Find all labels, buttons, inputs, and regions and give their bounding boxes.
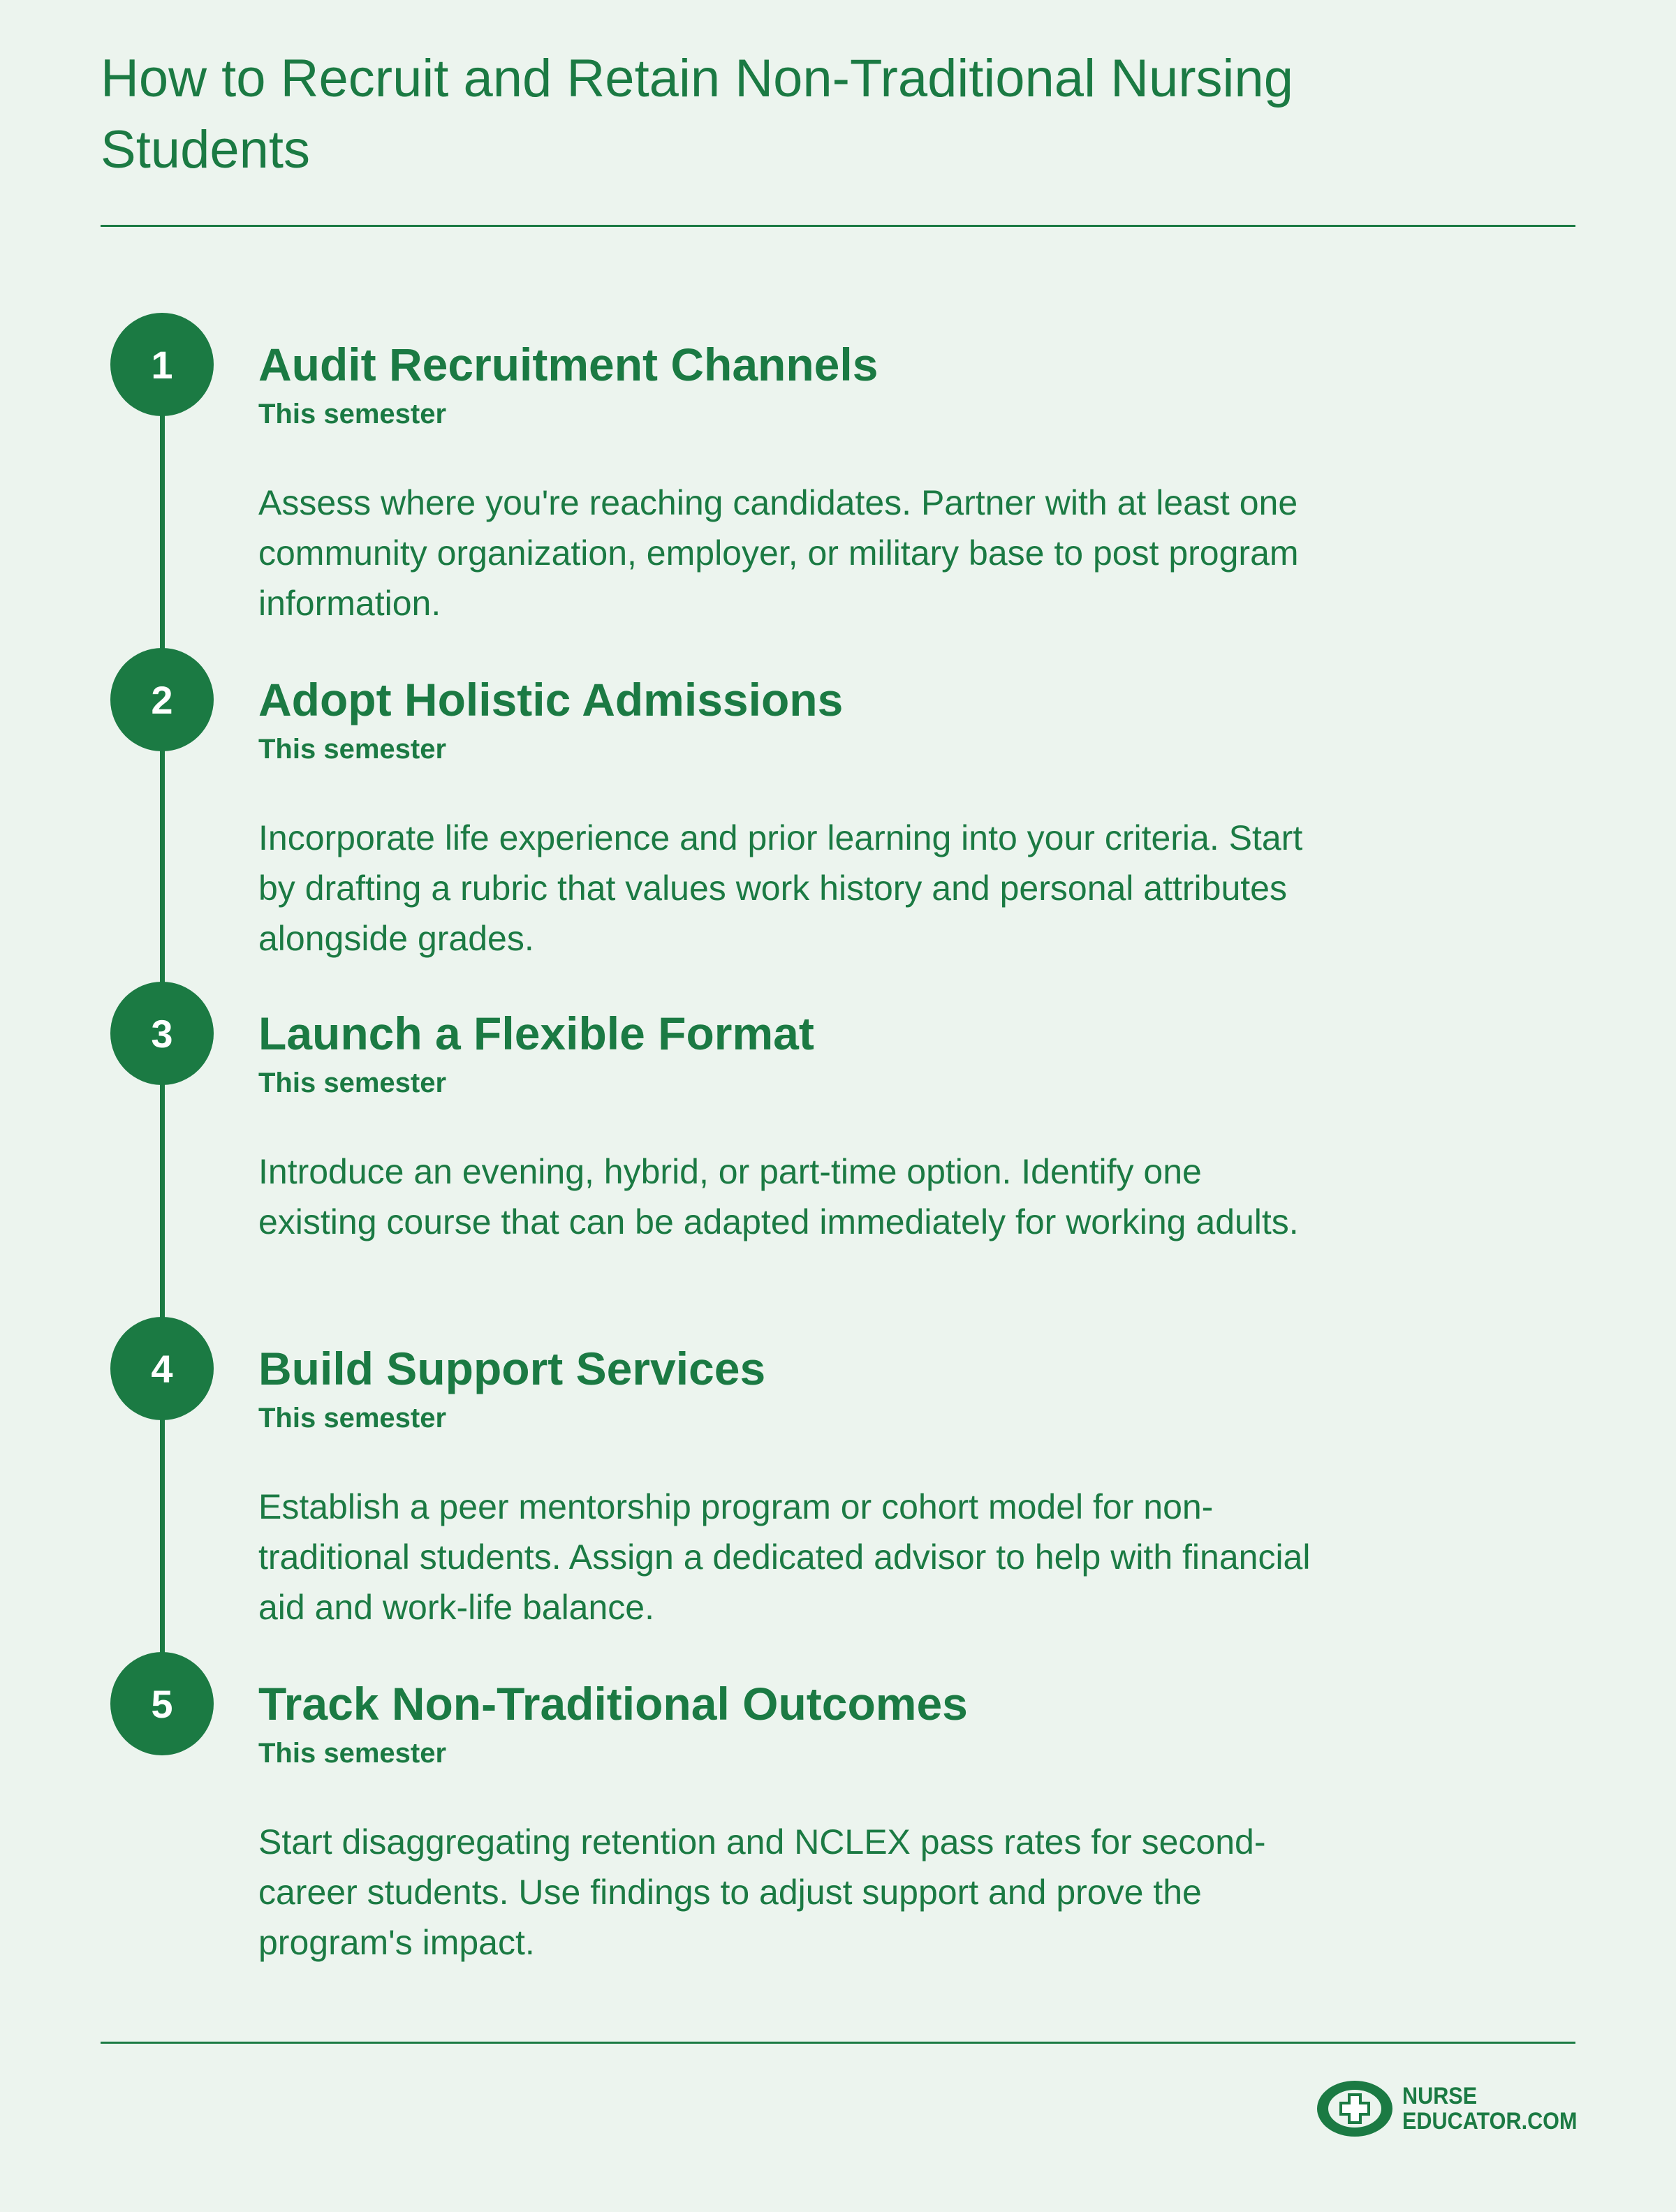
step-timeframe: This semester <box>258 1403 447 1433</box>
step-description: Assess where you're reaching candidates.… <box>258 483 1299 623</box>
header-divider <box>101 225 1575 227</box>
medical-cross-icon <box>1317 2081 1392 2137</box>
step-description: Start disaggregating retention and NCLEX… <box>258 1822 1266 1962</box>
step-number-badge: 4 <box>110 1317 214 1420</box>
step-timeframe: This semester <box>258 734 447 765</box>
step-timeframe: This semester <box>258 1068 447 1098</box>
nurse-educator-logo: NURSE EDUCATOR.COM <box>1316 2075 1577 2145</box>
step-title: Adopt Holistic Admissions <box>258 674 844 725</box>
step-timeframe: This semester <box>258 1738 447 1769</box>
step-description: Incorporate life experience and prior le… <box>258 818 1303 958</box>
step-timeframe: This semester <box>258 399 447 429</box>
step-description: Introduce an evening, hybrid, or part-ti… <box>258 1152 1299 1241</box>
step-number-badge: 3 <box>110 982 214 1085</box>
logo-wordmark: NURSE EDUCATOR.COM <box>1402 2084 1577 2134</box>
step-title: Build Support Services <box>258 1343 766 1394</box>
step-title: Audit Recruitment Channels <box>258 339 879 390</box>
step-number-badge: 2 <box>110 648 214 751</box>
step-description: Establish a peer mentorship program or c… <box>258 1487 1311 1627</box>
logo-line-1: NURSE <box>1402 2083 1478 2109</box>
step-number-badge: 1 <box>110 313 214 416</box>
step-title: Track Non-Traditional Outcomes <box>258 1678 968 1730</box>
footer-divider <box>101 2042 1575 2044</box>
step-title: Launch a Flexible Format <box>258 1008 814 1059</box>
page-title: How to Recruit and Retain Non-Traditiona… <box>101 49 1293 179</box>
step-number-badge: 5 <box>110 1652 214 1755</box>
logo-line-2: EDUCATOR.COM <box>1402 2108 1578 2134</box>
